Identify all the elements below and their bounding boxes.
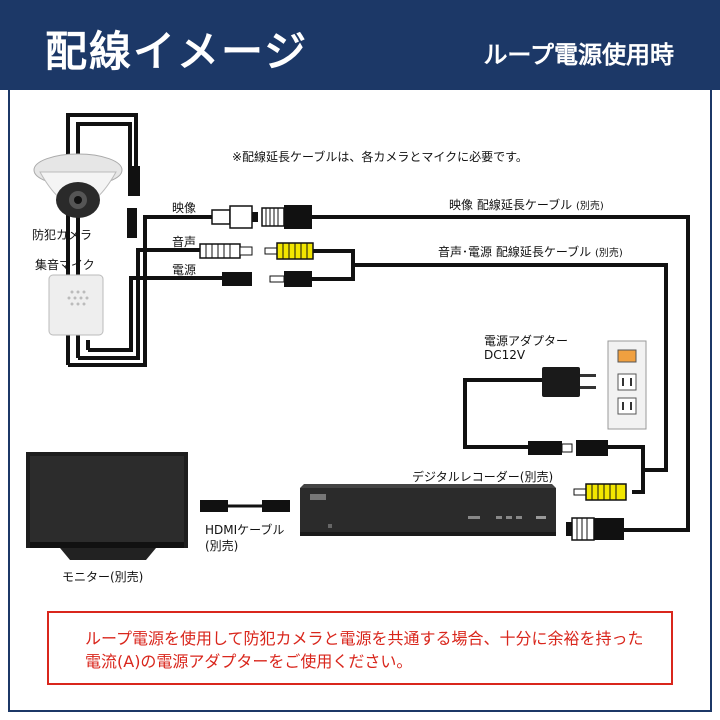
- monitor-icon: [26, 452, 188, 560]
- page-title: 配線イメージ: [45, 27, 309, 76]
- cable-note: ※配線延長ケーブルは、各カメラとマイクに必要です。: [232, 150, 528, 164]
- hdmi-label: HDMIケーブル: [205, 523, 285, 537]
- wall-outlet-icon: [607, 340, 647, 430]
- hdmi-note-label: (別売): [205, 539, 239, 553]
- mic-box-icon: [48, 274, 104, 336]
- camera-cable: [66, 113, 138, 365]
- mic-label: 集音マイク: [35, 258, 95, 272]
- av-power-extension-cable-name: 音声･電源 配線延長ケーブル: [438, 245, 592, 259]
- adapter-cable: [463, 378, 542, 449]
- warning-box: ループ電源を使用して防犯カメラと電源を共通する場合、十分に余裕を持った電流(A)…: [47, 611, 673, 685]
- diagram-frame: [8, 90, 712, 712]
- monitor-label: モニター(別売): [62, 570, 144, 584]
- rca-connector-icon: [199, 243, 253, 259]
- bnc-connector-icon: [211, 205, 258, 229]
- video-extension-cable-label: 映像 配線延長ケーブル (別売): [449, 196, 604, 213]
- adapter-label: 電源アダプター: [484, 334, 569, 348]
- page-subtitle: ループ電源使用時: [483, 41, 674, 69]
- header-bar: 配線イメージ ループ電源使用時: [0, 0, 720, 90]
- bnc-connector-icon: [566, 517, 624, 541]
- dc-plug-icon: [222, 272, 252, 286]
- av-power-extension-cable-note: (別売): [594, 248, 623, 259]
- camera-plug-icon: [127, 208, 137, 238]
- dc-plug-icon: [561, 443, 573, 453]
- power-connector-label: 電源: [172, 263, 197, 277]
- video-extension-cable-name: 映像 配線延長ケーブル: [449, 198, 573, 212]
- warning-text: ループ電源を使用して防犯カメラと電源を共通する場合、十分に余裕を持った電流(A)…: [85, 629, 644, 671]
- power-adapter-icon: [542, 367, 596, 397]
- adapter-voltage-label: DC12V: [484, 348, 526, 362]
- video-extension-cable-note: (別売): [575, 201, 604, 212]
- rca-yellow-plug-icon: [264, 242, 314, 260]
- dc-plug-icon: [528, 441, 562, 455]
- recorder-label: デジタルレコーダー(別売): [412, 470, 554, 484]
- hdmi-cable-icon: [200, 500, 290, 512]
- digital-recorder-icon: [300, 484, 556, 536]
- rca-yellow-plug-icon: [573, 483, 627, 501]
- audio-connector-label: 音声: [172, 235, 197, 249]
- mic-camera-bundle: [68, 215, 222, 367]
- extension-cable: [312, 215, 690, 532]
- camera-plug-icon: [128, 166, 140, 196]
- dome-camera-icon: [33, 153, 123, 218]
- video-connector-label: 映像: [172, 201, 197, 215]
- bnc-connector-icon: [261, 205, 312, 229]
- dc-plug-icon: [576, 440, 608, 456]
- av-power-extension-cable-label: 音声･電源 配線延長ケーブル (別売): [438, 243, 623, 260]
- dc-plug-icon: [269, 271, 312, 287]
- camera-label: 防犯カメラ: [32, 228, 93, 242]
